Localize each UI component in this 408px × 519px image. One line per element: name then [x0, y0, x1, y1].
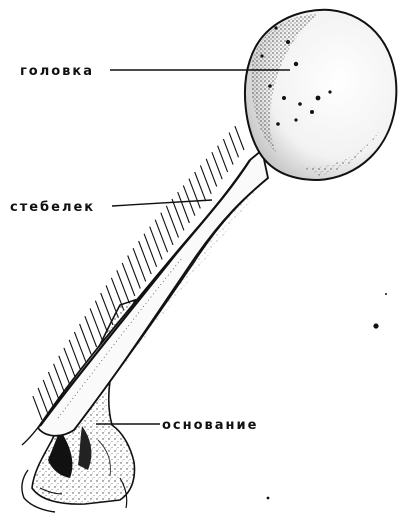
bristle	[59, 356, 70, 384]
bristle	[235, 126, 244, 150]
bristle	[54, 364, 64, 391]
bristle-fringe	[33, 126, 244, 420]
stalk-structure	[38, 150, 268, 436]
bristle	[223, 139, 233, 165]
specks	[267, 293, 387, 499]
label-head: головка	[20, 64, 94, 79]
label-base: основание	[162, 418, 258, 433]
bristle	[43, 380, 53, 406]
bristle	[212, 152, 222, 179]
bristle	[64, 348, 75, 376]
head-structure	[245, 10, 396, 180]
stalk-leader-line	[112, 200, 212, 206]
bristle	[200, 165, 211, 193]
bristle	[229, 133, 238, 158]
bristle	[218, 146, 228, 172]
bristle	[38, 388, 47, 413]
bristle	[48, 372, 58, 398]
bristle	[206, 159, 217, 187]
label-stalk: стебелек	[10, 200, 95, 215]
bristle	[33, 396, 42, 420]
